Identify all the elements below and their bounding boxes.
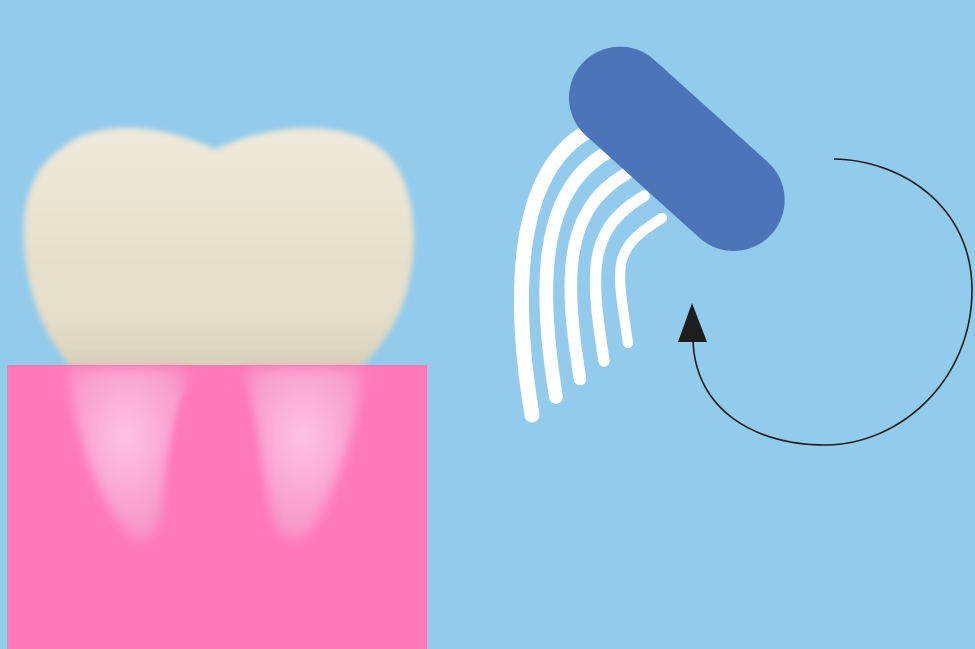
tooth-crown-shading: [24, 129, 414, 385]
tooth: [24, 129, 414, 385]
